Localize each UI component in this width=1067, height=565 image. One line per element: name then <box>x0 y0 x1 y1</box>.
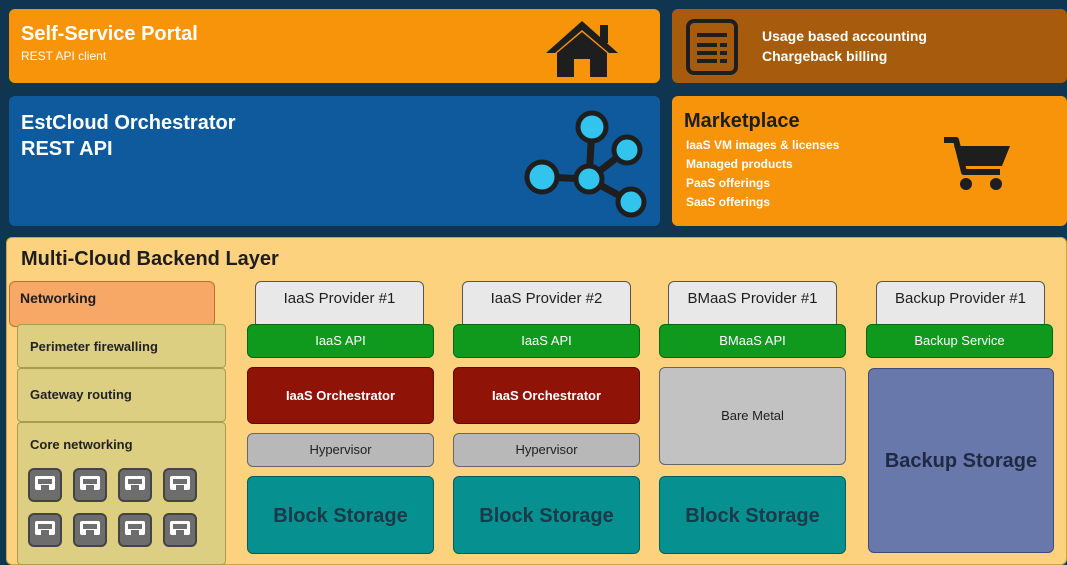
provider-header: IaaS Provider #2 <box>462 281 631 329</box>
ethernet-port-icon <box>163 513 197 547</box>
provider-name: IaaS Provider #2 <box>490 290 603 307</box>
ethernet-port-icon <box>28 468 62 502</box>
gateway-routing-box: Gateway routing <box>17 368 226 422</box>
self-service-portal-panel: Self-Service Portal REST API client <box>9 9 660 83</box>
marketplace-item: SaaS offerings <box>686 195 771 209</box>
backend-title: Multi-Cloud Backend Layer <box>21 248 279 270</box>
marketplace-item: IaaS VM images & licenses <box>686 138 840 152</box>
iaas-orchestrator: IaaS Orchestrator <box>247 367 434 424</box>
marketplace-panel: Marketplace IaaS VM images & licenses Ma… <box>672 96 1067 226</box>
orchestrator-title: EstCloud Orchestrator <box>21 112 236 134</box>
network-graph-icon <box>524 110 647 218</box>
billing-line-chargeback: Chargeback billing <box>762 48 888 64</box>
portal-title: Self-Service Portal <box>21 23 198 45</box>
orchestrator-subtitle: REST API <box>21 138 113 160</box>
hypervisor: Hypervisor <box>247 433 434 467</box>
house-icon <box>546 21 618 77</box>
provider-api: BMaaS API <box>659 324 846 358</box>
provider-header: BMaaS Provider #1 <box>668 281 837 329</box>
networking-header: Networking <box>9 281 215 327</box>
block-storage: Block Storage <box>453 476 640 554</box>
provider-name: Backup Provider #1 <box>895 290 1026 307</box>
provider-name: BMaaS Provider #1 <box>687 290 818 307</box>
marketplace-title: Marketplace <box>684 110 800 132</box>
document-icon <box>686 19 738 75</box>
ethernet-port-icon <box>73 513 107 547</box>
billing-line-accounting: Usage based accounting <box>762 28 927 44</box>
block-storage: Block Storage <box>247 476 434 554</box>
provider-header: IaaS Provider #1 <box>255 281 424 329</box>
marketplace-item: PaaS offerings <box>686 176 771 190</box>
ethernet-port-icon <box>163 468 197 502</box>
backup-service: Backup Service <box>866 324 1053 358</box>
provider-api: IaaS API <box>453 324 640 358</box>
provider-name: IaaS Provider #1 <box>283 290 396 307</box>
perimeter-firewalling-box: Perimeter firewalling <box>17 324 226 368</box>
provider-api: IaaS API <box>247 324 434 358</box>
hypervisor: Hypervisor <box>453 433 640 467</box>
core-networking-label: Core networking <box>30 437 133 452</box>
perimeter-firewalling-label: Perimeter firewalling <box>30 339 158 354</box>
backup-storage: Backup Storage <box>868 368 1054 553</box>
ethernet-port-icon <box>28 513 62 547</box>
block-storage: Block Storage <box>659 476 846 554</box>
networking-title: Networking <box>20 290 97 306</box>
shopping-cart-icon <box>944 137 1010 190</box>
gateway-routing-label: Gateway routing <box>30 387 132 402</box>
orchestrator-panel: EstCloud Orchestrator REST API <box>9 96 660 226</box>
ethernet-port-icon <box>73 468 107 502</box>
ethernet-port-icon <box>118 468 152 502</box>
billing-panel: Usage based accounting Chargeback billin… <box>672 9 1067 83</box>
provider-header: Backup Provider #1 <box>876 281 1045 329</box>
marketplace-item: Managed products <box>686 157 793 171</box>
portal-subtitle: REST API client <box>21 49 107 63</box>
bare-metal: Bare Metal <box>659 367 846 465</box>
iaas-orchestrator: IaaS Orchestrator <box>453 367 640 424</box>
ethernet-port-icon <box>118 513 152 547</box>
